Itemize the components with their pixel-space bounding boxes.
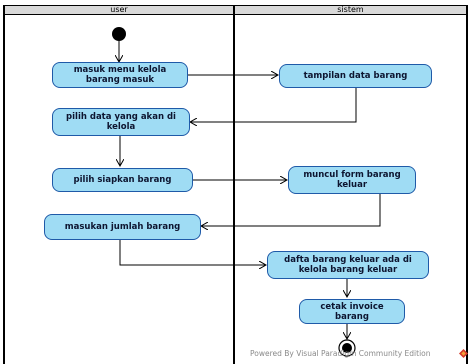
edge-tampilan-to-pilih-data (190, 88, 357, 122)
activity-cetak-invoice: cetak invoice barang (299, 299, 405, 324)
edge-muncul-form-to-masukan (201, 194, 381, 226)
initial-node (112, 27, 126, 41)
visual-paradigm-logo-icon (459, 349, 468, 358)
lane-border-right (466, 5, 468, 364)
final-node-core (342, 343, 352, 353)
lane-divider (233, 5, 235, 364)
activity-dafta-barang: dafta barang keluar ada di kelola barang… (267, 251, 429, 279)
activity-muncul-form: muncul form barang keluar (288, 166, 416, 194)
activity-pilih-data: pilih data yang akan di kelola (52, 108, 190, 136)
lane-border-left (3, 5, 5, 364)
activity-masuk-menu: masuk menu kelola barang masuk (52, 62, 188, 88)
activity-pilih-siapkan: pilih siapkan barang (52, 168, 193, 192)
edge-masukan-to-dafta (119, 240, 266, 265)
powered-by-footer: Powered By Visual Paradigm Community Edi… (250, 349, 431, 358)
activity-masukan-jumlah: masukan jumlah barang (44, 214, 201, 240)
activity-tampilan-data: tampilan data barang (279, 64, 432, 88)
